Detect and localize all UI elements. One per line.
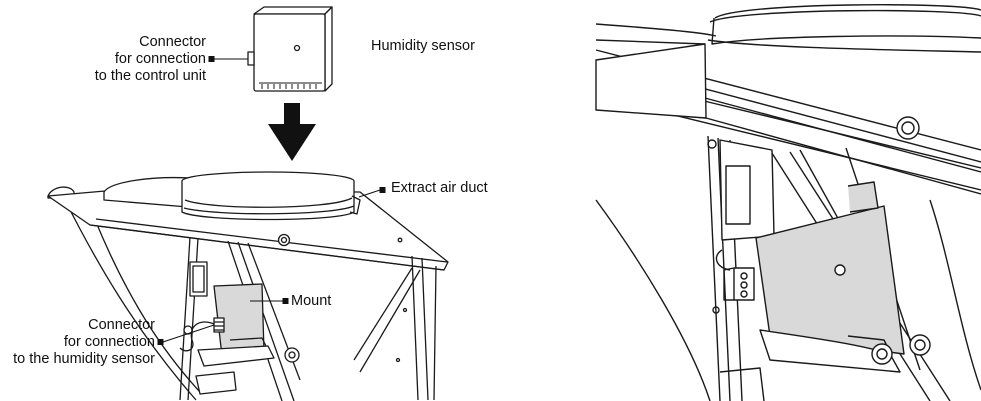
humidity-sensor-label: Humidity sensor [371, 38, 475, 55]
mount-text: Mount [291, 293, 332, 309]
connector-control-unit-line2: for connection [114, 51, 206, 67]
mount-label: Mount [291, 293, 331, 310]
connector-humidity-sensor-label: Connector for connection to the humidity… [2, 317, 155, 368]
connector-control-unit-line3: to the control unit [94, 68, 206, 84]
humidity-sensor-text: Humidity sensor [371, 38, 475, 54]
detail-view-right [595, 4, 981, 401]
humidity-sensor-module [247, 6, 333, 92]
connector-control-unit-line1: Connector [139, 34, 206, 50]
extract-air-duct-text: Extract air duct [391, 180, 488, 196]
connector-humidity-sensor-line3: to the humidity sensor [13, 351, 155, 367]
connector-humidity-sensor-line2: for connection [63, 334, 155, 350]
connector-humidity-sensor-line1: Connector [88, 317, 155, 333]
leader-lines-left [157, 56, 386, 345]
connector-control-unit-label: Connector for connection to the control … [40, 34, 206, 85]
insert-direction-arrow [268, 103, 316, 161]
ventilation-unit-left [47, 171, 449, 401]
extract-air-duct-label: Extract air duct [391, 180, 488, 197]
